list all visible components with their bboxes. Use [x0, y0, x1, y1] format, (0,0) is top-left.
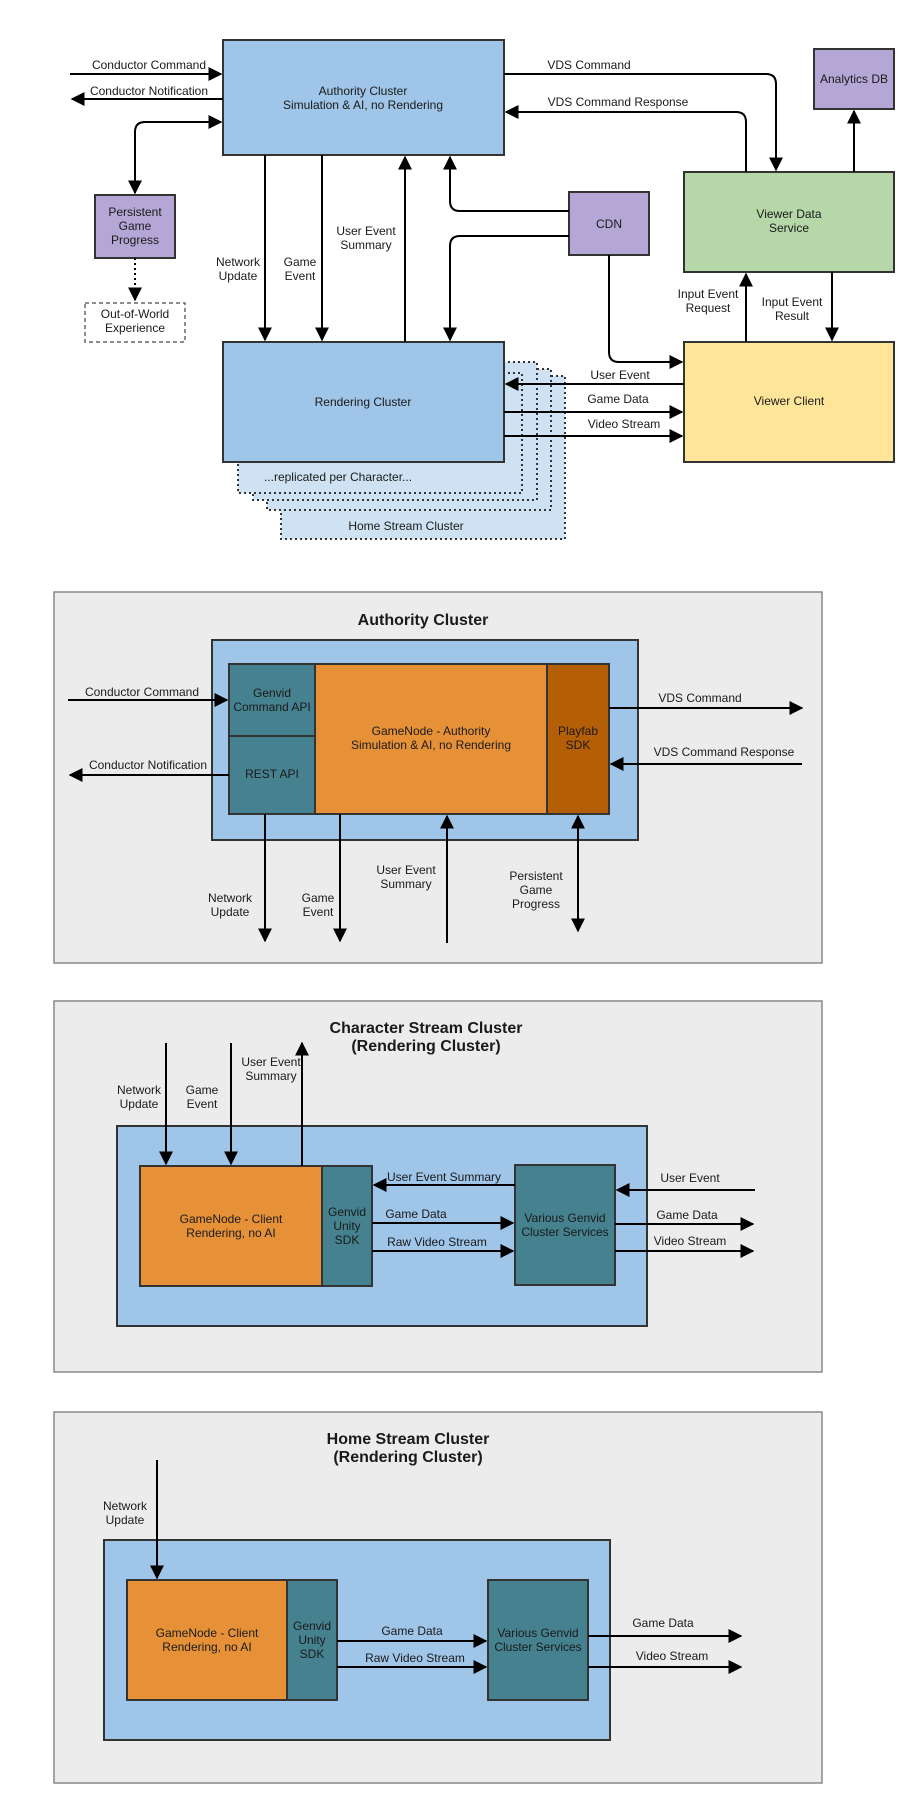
hp-raw-video-stream-label: Raw Video Stream [365, 1651, 465, 1665]
cp-user-event-summary-label: User Event Summary [387, 1170, 501, 1184]
home-panel-title: Home Stream Cluster(Rendering Cluster) [327, 1431, 490, 1466]
gamenode-authority-box [314, 663, 548, 815]
cdn-to-authority-arrow [443, 155, 569, 212]
hp-game-data-label: Game Data [381, 1624, 443, 1638]
cp-gamenode-box [139, 1165, 323, 1287]
game-data-label: Game Data [587, 392, 649, 406]
character-stream-panel: Character Stream Cluster(Rendering Clust… [53, 1000, 823, 1373]
playfab-sdk-box [546, 663, 610, 815]
analytics-db-box [813, 48, 895, 110]
viewer-client-box [683, 341, 895, 463]
conductor-notification-label: Conductor Notification [90, 84, 208, 98]
authority-cluster-sublabel: Simulation & AI, no Rendering [283, 98, 443, 112]
conductor-command-label: Conductor Command [92, 58, 206, 72]
persistent-progress-box [94, 194, 176, 259]
cdn-to-viewer-client-arrow [608, 255, 684, 369]
cp-video-stream-label: Video Stream [654, 1234, 727, 1248]
rendering-cluster-label: Rendering Cluster [315, 395, 412, 409]
hp-gamenode-box [126, 1579, 288, 1701]
replicated-label: ...replicated per Character... [264, 470, 412, 484]
cp-user-event-label: User Event [660, 1171, 720, 1185]
authority-cluster-box [222, 39, 505, 156]
hp-video-stream-label: Video Stream [636, 1649, 709, 1663]
ap-vds-command-label: VDS Command [658, 691, 741, 705]
analytics-db-label: Analytics DB [820, 72, 888, 86]
ap-vds-command-response-label: VDS Command Response [654, 745, 795, 759]
out-of-world-box [84, 302, 186, 343]
vds-command-response-arrow [504, 105, 747, 172]
hp-genvid-unity-sdk-box [286, 1579, 338, 1701]
cp-game-data-label: Game Data [385, 1207, 447, 1221]
persistent-progress-arrow [128, 115, 223, 195]
cdn-to-rendering-arrow [443, 235, 569, 342]
authority-cluster-label: Authority Cluster [319, 84, 408, 98]
ap-conductor-notification-label: Conductor Notification [89, 758, 207, 772]
vds-command-label: VDS Command [547, 58, 630, 72]
rendering-cluster-box [222, 341, 505, 463]
character-panel-title: Character Stream Cluster(Rendering Clust… [330, 1020, 523, 1055]
overview-diagram: ...replicated per Character... Home Stre… [70, 39, 895, 540]
hp-cluster-services-box [487, 1579, 589, 1701]
video-stream-label: Video Stream [588, 417, 661, 431]
cp-genvid-unity-sdk-box [321, 1165, 373, 1287]
cp-game-data-out-label: Game Data [656, 1208, 718, 1222]
cp-raw-video-stream-label: Raw Video Stream [387, 1235, 487, 1249]
home-stream-panel: Home Stream Cluster(Rendering Cluster) G… [53, 1411, 823, 1784]
vds-command-response-label: VDS Command Response [548, 95, 689, 109]
genvid-command-api-box [228, 663, 316, 737]
user-event-label: User Event [590, 368, 650, 382]
viewer-data-service-box [683, 171, 895, 273]
viewer-client-label: Viewer Client [754, 394, 825, 408]
authority-panel-title: Authority Cluster [358, 612, 489, 629]
hp-game-data-out-label: Game Data [632, 1616, 694, 1630]
ap-conductor-command-label: Conductor Command [85, 685, 199, 699]
cdn-label: CDN [596, 217, 622, 231]
home-stream-cluster-label: Home Stream Cluster [348, 519, 463, 533]
rest-api-label: REST API [245, 767, 299, 781]
vds-command-arrow [504, 73, 783, 172]
